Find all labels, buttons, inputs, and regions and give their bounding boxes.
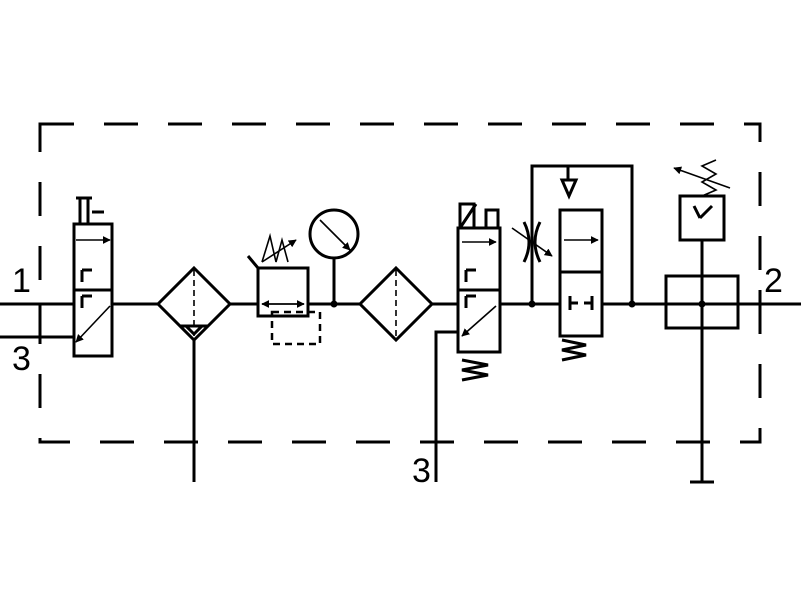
distribution-block	[664, 274, 740, 484]
port-label-outlet: 2	[764, 262, 783, 300]
solenoid-valve	[434, 202, 502, 482]
pressure-regulator	[246, 232, 322, 346]
port-label-exhaust-left: 3	[12, 340, 31, 378]
port-label-inlet: 1	[12, 262, 31, 300]
filter-with-drain	[155, 265, 233, 482]
soft-start-valve	[528, 164, 636, 362]
pressure-switch	[673, 159, 731, 276]
filter-secondary	[357, 265, 435, 343]
shutoff-valve	[72, 196, 114, 358]
port-label-exhaust-middle: 3	[412, 452, 431, 490]
pressure-gauge	[308, 208, 360, 308]
